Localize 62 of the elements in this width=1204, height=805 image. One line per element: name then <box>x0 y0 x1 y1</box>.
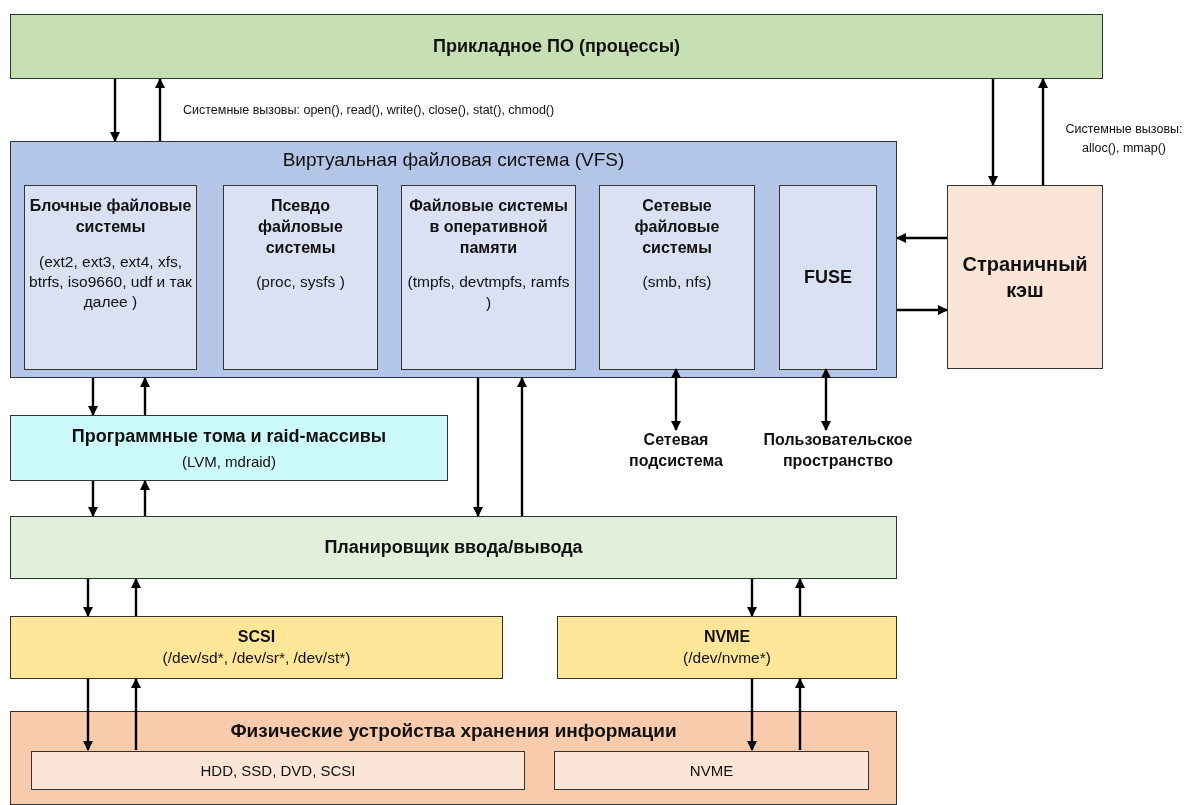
box-title: Страничный кэш <box>961 252 1089 303</box>
box-title: Блочные файловые системы <box>28 196 193 237</box>
filesystem-box <box>24 185 197 370</box>
arrow <box>82 579 94 617</box>
arrow <box>896 232 947 244</box>
device-box <box>31 751 525 790</box>
arrow <box>987 79 999 186</box>
box-title: Программные тома и raid-массивы <box>70 424 388 448</box>
filesystem-box <box>779 185 877 370</box>
arrow <box>746 579 758 617</box>
box-title: Прикладное ПО (процессы) <box>432 34 681 58</box>
arrow <box>794 678 806 750</box>
arrow <box>1037 78 1049 185</box>
page-cache-box <box>947 185 1103 369</box>
devices-panel <box>10 711 897 805</box>
box-title: Файловые системы в оперативной памяти <box>408 196 569 258</box>
box-title: Планировщик ввода/вывода <box>323 535 584 559</box>
box-subtitle: (tmpfs, devtmpfs, ramfs ) <box>406 272 571 313</box>
box-title: HDD, SSD, DVD, SCSI <box>199 760 357 781</box>
arrow <box>130 678 142 750</box>
arrow <box>670 368 682 431</box>
box-title: FUSE <box>803 265 853 289</box>
arrow <box>154 78 166 141</box>
box-title: NVME <box>688 760 735 781</box>
volume-band <box>10 415 448 481</box>
vfs-panel <box>10 141 897 378</box>
box-subtitle: (smb, nfs) <box>641 272 713 293</box>
application-band <box>10 14 1103 79</box>
arrow <box>820 368 832 431</box>
arrow <box>516 377 528 516</box>
arrow <box>82 679 94 751</box>
box-title: NVME <box>702 627 752 648</box>
box-subtitle: (ext2, ext3, ext4, xfs, btrfs, iso9660, udf и так далее ) <box>28 251 193 312</box>
driver-box <box>10 616 503 679</box>
arrow <box>87 481 99 517</box>
driver-box <box>557 616 897 679</box>
arrow <box>897 304 948 316</box>
arrow <box>139 480 151 516</box>
subsystem-label: Пользовательское пространство <box>762 430 914 471</box>
edge-label: Системные вызовы: open(), read(), write(), close(), stat(), chmod() <box>183 103 555 117</box>
filesystem-box <box>223 185 378 370</box>
arrow <box>130 578 142 616</box>
arrow <box>746 679 758 751</box>
arrow <box>109 79 121 142</box>
arrow <box>794 578 806 616</box>
filesystem-box <box>599 185 755 370</box>
scheduler-band <box>10 516 897 579</box>
subsystem-label: Сетевая подсистема <box>628 430 724 471</box>
box-title: Псевдо файловые системы <box>257 196 344 258</box>
box-title: Виртуальная файловая система (VFS) <box>281 148 626 172</box>
box-subtitle: (proc, sysfs ) <box>255 272 346 293</box>
box-subtitle: (/dev/nvme*) <box>682 647 772 668</box>
box-subtitle: (LVM, mdraid) <box>181 451 277 472</box>
arrow <box>87 378 99 416</box>
device-box <box>554 751 869 790</box>
box-title: Сетевые файловые системы <box>633 196 721 258</box>
box-subtitle: (/dev/sd*, /dev/sr*, /dev/st*) <box>161 647 352 668</box>
box-title: Физические устройства хранения информации <box>229 719 678 743</box>
arrow <box>472 378 484 517</box>
arrow <box>139 377 151 415</box>
filesystem-box <box>401 185 576 370</box>
box-title: SCSI <box>236 627 277 648</box>
